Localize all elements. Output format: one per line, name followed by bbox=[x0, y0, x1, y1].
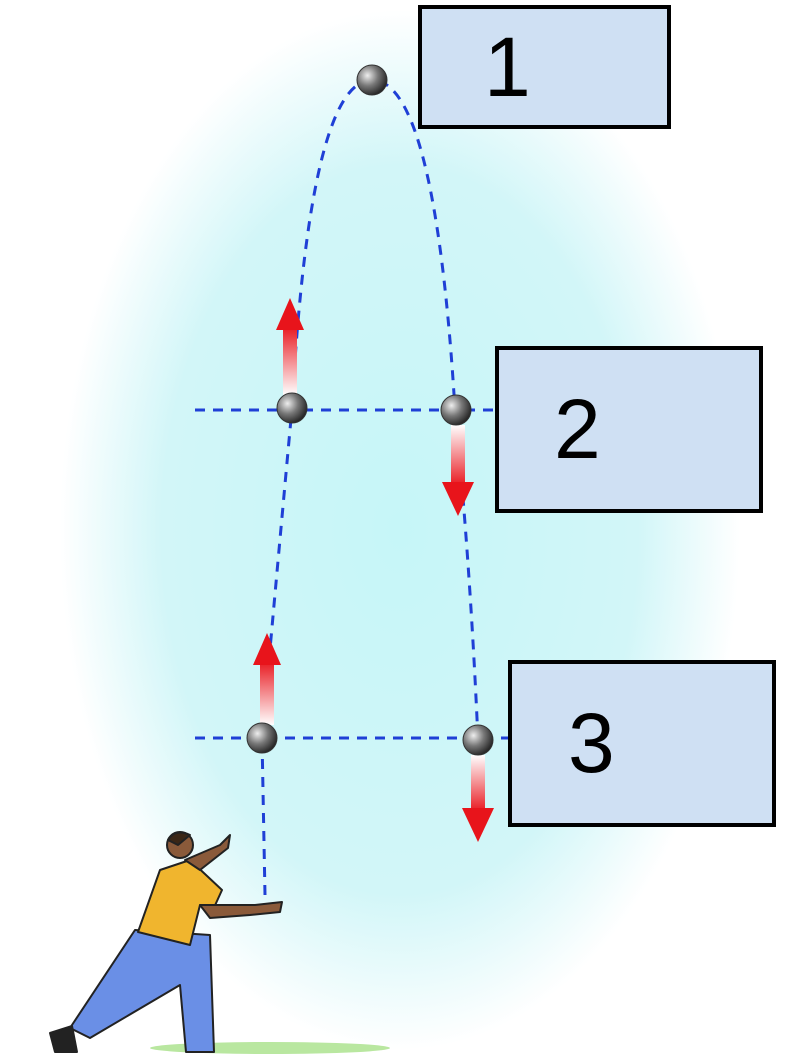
down-arrow bbox=[442, 425, 474, 516]
ball-up-2 bbox=[276, 392, 308, 424]
up-arrow bbox=[276, 298, 304, 395]
label-box-1: 1 bbox=[418, 5, 671, 129]
ball-peak bbox=[356, 64, 388, 96]
ball-down-2 bbox=[440, 394, 472, 426]
thrower-figure bbox=[49, 831, 283, 1053]
label-1: 1 bbox=[484, 19, 531, 114]
label-box-3: 3 bbox=[508, 660, 776, 827]
label-2: 2 bbox=[554, 382, 601, 476]
ball-up-3 bbox=[246, 722, 278, 754]
label-box-2: 2 bbox=[495, 346, 763, 513]
down-arrow bbox=[462, 755, 494, 842]
up-arrow bbox=[253, 633, 281, 725]
label-3: 3 bbox=[568, 696, 615, 790]
ball-down-3 bbox=[462, 724, 494, 756]
